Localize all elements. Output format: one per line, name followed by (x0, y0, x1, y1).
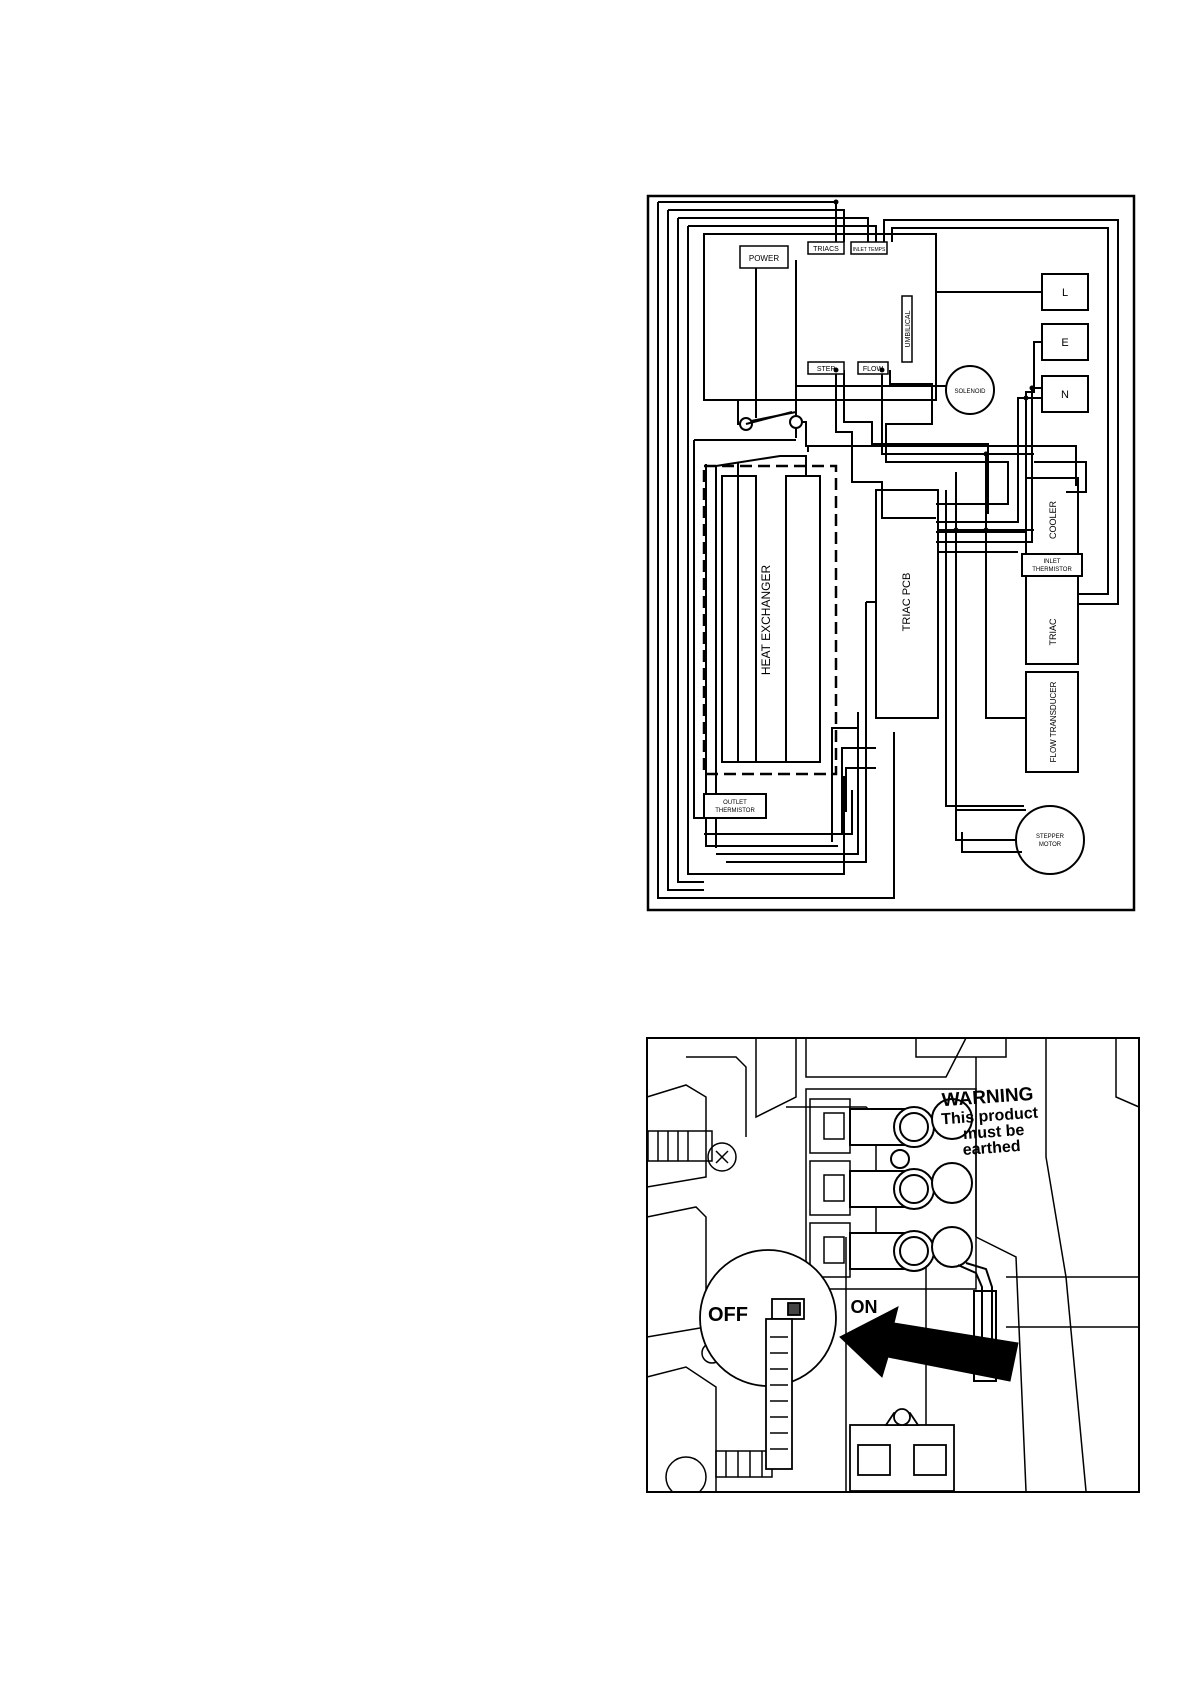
pcb-inlet-temps-label: INLET TEMPS (853, 247, 886, 253)
stepper-motor-label-1: STEPPER (1036, 834, 1065, 840)
inlet-thermistor-label-2: THERMISTOR (1032, 567, 1072, 573)
terminal-earth-label: E (1061, 337, 1068, 349)
warning-line-4: earthed (962, 1138, 1021, 1159)
switch-off-label: OFF (708, 1304, 748, 1326)
switch-on-label: ON (851, 1297, 878, 1317)
solenoid-label: SOLENOID (954, 389, 986, 395)
isolation-switch-illustration: WARNING This product must be earthed OFF… (646, 1037, 1140, 1493)
stepper-motor-label-2: MOTOR (1039, 842, 1062, 848)
outlet-thermistor-label-1: OUTLET (723, 800, 747, 806)
terminal-neutral-label: N (1061, 389, 1069, 401)
pcb-umbilical-label: UMBILICAL (905, 310, 912, 347)
pcb-triacs-label: TRIACS (813, 246, 839, 253)
triac-pcb-label: TRIAC PCB (901, 573, 913, 632)
pcb-flow-label: FLOW (863, 366, 884, 373)
wiring-diagram: POWER TRIACS INLET TEMPS UMBILICAL STEP … (646, 192, 1140, 914)
terminal-live-label: L (1062, 287, 1068, 299)
pcb-step-label: STEP (817, 366, 836, 373)
heat-exchanger-label: HEAT EXCHANGER (759, 565, 773, 676)
cooler-label: COOLER (1048, 500, 1058, 539)
outlet-thermistor-label-2: THERMISTOR (715, 808, 755, 814)
pcb-power-label: POWER (749, 254, 779, 263)
inlet-thermistor-label-1: INLET (1043, 559, 1060, 565)
flow-transducer-label: FLOW TRANSDUCER (1049, 681, 1058, 762)
triac-label: TRIAC (1048, 618, 1058, 646)
